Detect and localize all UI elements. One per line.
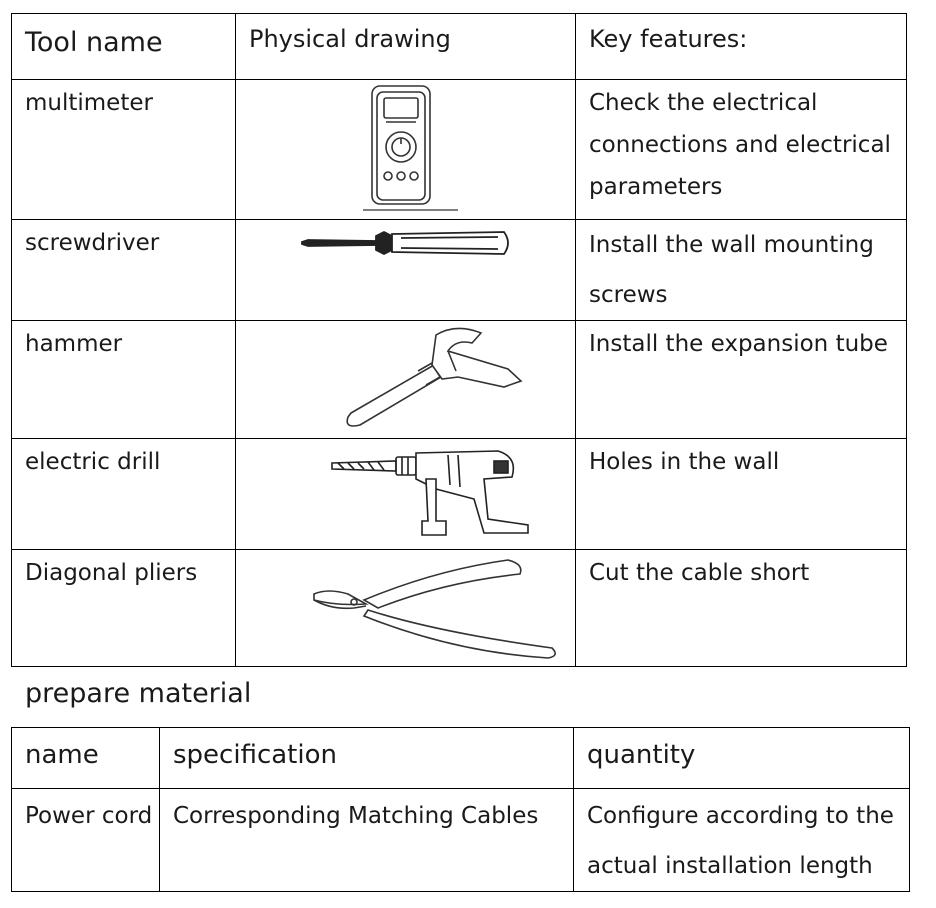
hammer-icon (346, 327, 523, 427)
table-row: Power cord Corresponding Matching Cables… (11, 788, 910, 892)
tool-drawing-cell (235, 438, 576, 550)
tool-drawing-cell (235, 320, 576, 439)
materials-table: name specification quantity Power cord C… (11, 727, 910, 892)
tool-feature: Check the electrical connections and ele… (589, 90, 891, 200)
table-row: multimeter Check the electrical c (11, 79, 907, 220)
table-row: screwdriver Install the wall mounting sc… (11, 219, 907, 321)
material-name: Power cord (25, 803, 153, 829)
tool-name: hammer (25, 331, 123, 357)
tools-table: Tool name Physical drawing Key features:… (11, 13, 907, 667)
tool-feature: Install the expansion tube (589, 331, 888, 357)
tool-name: electric drill (25, 449, 161, 475)
header-physical-drawing: Physical drawing (235, 13, 576, 80)
tool-name: Diagonal pliers (25, 560, 198, 586)
tool-feature: Holes in the wall (589, 449, 780, 475)
header-tool-name: Tool name (11, 13, 236, 80)
tool-drawing-cell (235, 219, 576, 321)
table-row: electric drill Holes in the wall (11, 438, 907, 550)
screwdriver-icon (301, 230, 509, 256)
header-name: name (11, 727, 160, 789)
table-row: hammer Install the expansion tube (11, 320, 907, 439)
tool-feature: Cut the cable short (589, 560, 810, 586)
table-row: Diagonal pliers Cut the cable short (11, 549, 907, 667)
tool-drawing-cell (235, 79, 576, 220)
material-specification: Corresponding Matching Cables (173, 803, 539, 829)
tool-drawing-cell (235, 549, 576, 667)
header-key-features: Key features: (575, 13, 907, 80)
diagonal-pliers-icon (313, 559, 556, 659)
materials-header-row: name specification quantity (11, 727, 910, 789)
tools-header-row: Tool name Physical drawing Key features: (11, 13, 907, 80)
material-quantity: Configure according to the actual instal… (587, 803, 894, 879)
multimeter-icon (363, 85, 458, 211)
section-title: prepare material (25, 678, 252, 709)
tool-name: multimeter (25, 90, 153, 116)
header-quantity: quantity (573, 727, 910, 789)
header-specification: specification (159, 727, 574, 789)
tool-feature: Install the wall mounting screws (589, 232, 874, 308)
tool-name: screwdriver (25, 230, 160, 256)
electric-drill-icon (331, 450, 529, 536)
